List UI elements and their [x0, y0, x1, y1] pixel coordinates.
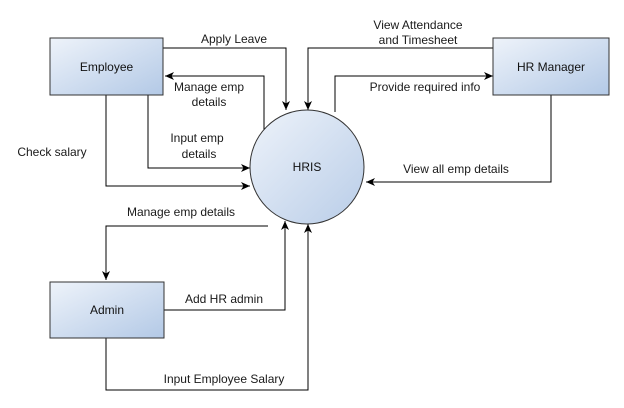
- employee-label: Employee: [80, 60, 134, 74]
- label-apply-leave: Apply Leave: [201, 32, 267, 46]
- label-view-attendance-line2: and Timesheet: [379, 33, 458, 47]
- label-input-emp-details-line2: details: [182, 147, 217, 161]
- employee-node: Employee: [49, 37, 164, 96]
- label-input-employee-salary: Input Employee Salary: [164, 372, 285, 386]
- label-view-attendance-line1: View Attendance: [373, 18, 463, 32]
- edge-apply-leave: [163, 47, 290, 110]
- hris-node: HRIS: [249, 109, 365, 225]
- label-manage-emp-details-employee-line2: details: [192, 95, 227, 109]
- edge-input-emp-details: [147, 95, 250, 172]
- label-input-emp-details-line1: Input emp: [170, 131, 224, 145]
- admin-node: Admin: [49, 281, 165, 339]
- edge-input-employee-salary: [105, 224, 312, 391]
- label-add-hr-admin: Add HR admin: [185, 292, 263, 306]
- label-check-salary: Check salary: [17, 145, 86, 159]
- edge-view-attendance: [304, 47, 493, 110]
- label-provide-required-info: Provide required info: [370, 80, 481, 94]
- hris-label: HRIS: [293, 160, 322, 174]
- label-view-all-emp-details: View all emp details: [403, 162, 509, 176]
- edge-provide-required-info: [334, 72, 493, 112]
- edge-add-hr-admin: [164, 221, 289, 311]
- edge-check-salary: [105, 95, 250, 190]
- edge-view-all-emp-details: [366, 95, 552, 186]
- hr-manager-node: HR Manager: [492, 37, 610, 96]
- edge-manage-emp-details-to-employee: [165, 72, 265, 130]
- label-manage-emp-details-admin: Manage emp details: [127, 205, 235, 219]
- label-manage-emp-details-employee-line1: Manage emp: [174, 80, 244, 94]
- admin-label: Admin: [90, 303, 124, 317]
- hr-manager-label: HR Manager: [517, 60, 585, 74]
- edge-manage-emp-details-to-admin: [102, 225, 268, 280]
